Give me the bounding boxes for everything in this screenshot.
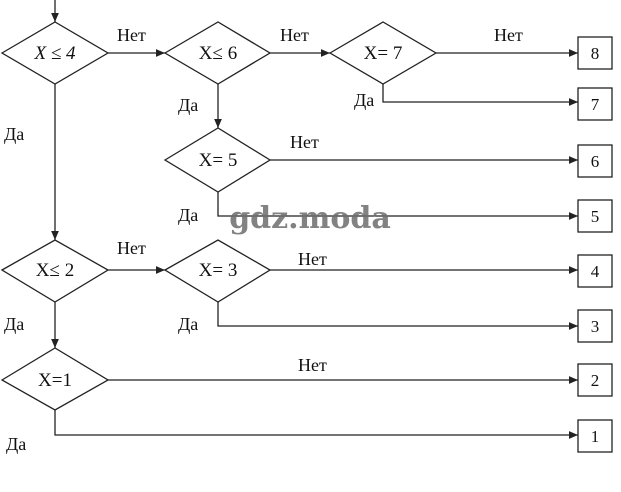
no-label: Нет: [298, 355, 327, 375]
no-label: Нет: [298, 249, 327, 269]
decision-x-eq-7: X= 7: [328, 21, 438, 85]
watermark: gdz.moda: [229, 201, 391, 236]
branch-labels: Нет Нет Нет Да Да Да Нет Да Нет Нет Да Д…: [4, 25, 523, 454]
yes-label: Да: [4, 124, 24, 144]
no-label: Нет: [494, 25, 523, 45]
output-box-7: 7: [577, 87, 613, 121]
yes-label: Да: [178, 205, 198, 225]
condition-text: X=1: [38, 370, 72, 391]
output-box-1: 1: [577, 419, 613, 453]
output-number: 8: [591, 44, 600, 63]
condition-text: X≤ 6: [199, 43, 237, 64]
decision-x-le-2: X≤ 2: [0, 239, 110, 303]
condition-text: X ≤ 4: [33, 43, 76, 64]
output-number: 6: [591, 152, 600, 171]
output-number: 7: [591, 95, 600, 114]
connectors: [51, 0, 578, 439]
output-box-5: 5: [577, 199, 613, 233]
decision-x-eq-3: X= 3: [163, 239, 272, 303]
decision-x-eq-1: X=1: [0, 347, 110, 411]
decision-x-eq-5: X= 5: [163, 127, 272, 193]
output-box-6: 6: [577, 144, 613, 178]
no-label: Нет: [280, 25, 309, 45]
output-number: 2: [591, 371, 600, 390]
decision-x-le-6: X≤ 6: [163, 21, 272, 85]
condition-text: X= 5: [199, 150, 238, 171]
no-label: Нет: [117, 238, 146, 258]
output-box-3: 3: [577, 309, 613, 343]
condition-text: X≤ 2: [36, 260, 74, 281]
yes-label: Да: [178, 95, 198, 115]
output-number: 1: [591, 427, 600, 446]
no-label: Нет: [290, 132, 319, 152]
yes-label: Да: [354, 90, 374, 110]
output-number: 5: [591, 207, 600, 226]
yes-label: Да: [178, 314, 198, 334]
output-box-2: 2: [577, 363, 613, 397]
yes-label: Да: [6, 434, 26, 454]
output-box-8: 8: [577, 36, 613, 70]
decision-x-le-4: X ≤ 4: [0, 21, 110, 85]
output-number: 3: [591, 317, 600, 336]
condition-text: X= 7: [364, 43, 403, 64]
no-label: Нет: [117, 25, 146, 45]
output-number: 4: [591, 262, 600, 281]
yes-label: Да: [4, 314, 24, 334]
condition-text: X= 3: [199, 260, 238, 281]
output-box-4: 4: [577, 254, 613, 288]
